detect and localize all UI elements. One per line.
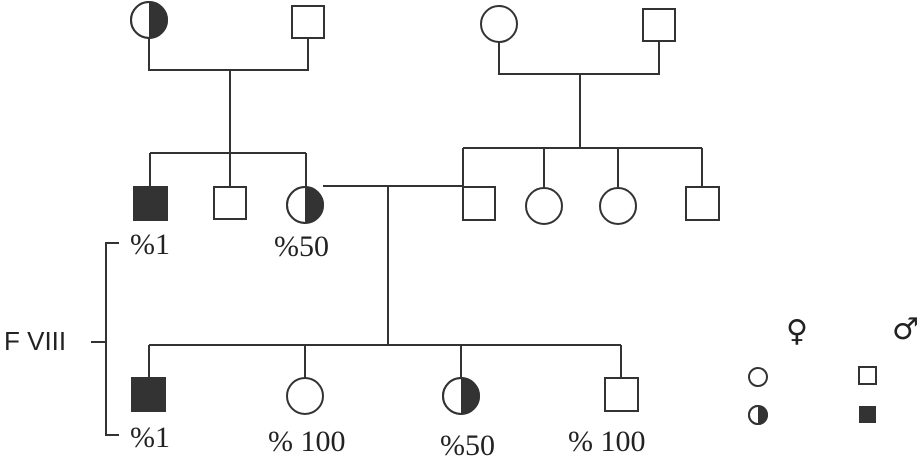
carrier-female-icon bbox=[748, 405, 768, 425]
female-symbol-icon: ♀ bbox=[786, 314, 808, 349]
factor-level-label: % 100 bbox=[268, 425, 346, 458]
unaffected-female-icon bbox=[748, 367, 768, 387]
pedigree-lines bbox=[91, 38, 703, 436]
unaffected-female-icon bbox=[525, 187, 563, 225]
factor-viii-label: F VIII bbox=[4, 326, 66, 356]
factor-level-label: %1 bbox=[130, 228, 170, 261]
affected-male-icon bbox=[132, 378, 165, 411]
affected-male-icon bbox=[134, 187, 167, 220]
unaffected-male-icon bbox=[858, 366, 877, 385]
unaffected-female-icon bbox=[286, 377, 324, 415]
carrier-female-icon bbox=[442, 377, 480, 415]
generation-1 bbox=[130, 1, 676, 43]
unaffected-male-icon bbox=[291, 5, 325, 39]
male-symbol-icon: ♂ bbox=[892, 312, 919, 347]
unaffected-male-icon bbox=[642, 8, 676, 42]
unaffected-male-icon bbox=[685, 186, 720, 221]
unaffected-female-icon bbox=[480, 5, 518, 43]
unaffected-male-icon bbox=[213, 186, 247, 220]
carrier-female-icon bbox=[286, 186, 324, 224]
unaffected-female-icon bbox=[599, 187, 637, 225]
factor-level-label: %1 bbox=[130, 421, 170, 454]
legend: ♀ ♂ bbox=[748, 312, 919, 425]
unaffected-male-icon bbox=[462, 186, 496, 221]
factor-level-label: %50 bbox=[274, 230, 329, 263]
carrier-female-icon bbox=[130, 1, 168, 39]
unaffected-male-icon bbox=[604, 377, 639, 412]
affected-male-icon bbox=[859, 406, 876, 423]
factor-level-label: % 100 bbox=[568, 425, 646, 458]
factor-level-label: %50 bbox=[440, 429, 495, 462]
generation-2: %1 %50 bbox=[130, 186, 720, 263]
generation-3: %1 % 100 %50 % 100 bbox=[130, 377, 646, 462]
